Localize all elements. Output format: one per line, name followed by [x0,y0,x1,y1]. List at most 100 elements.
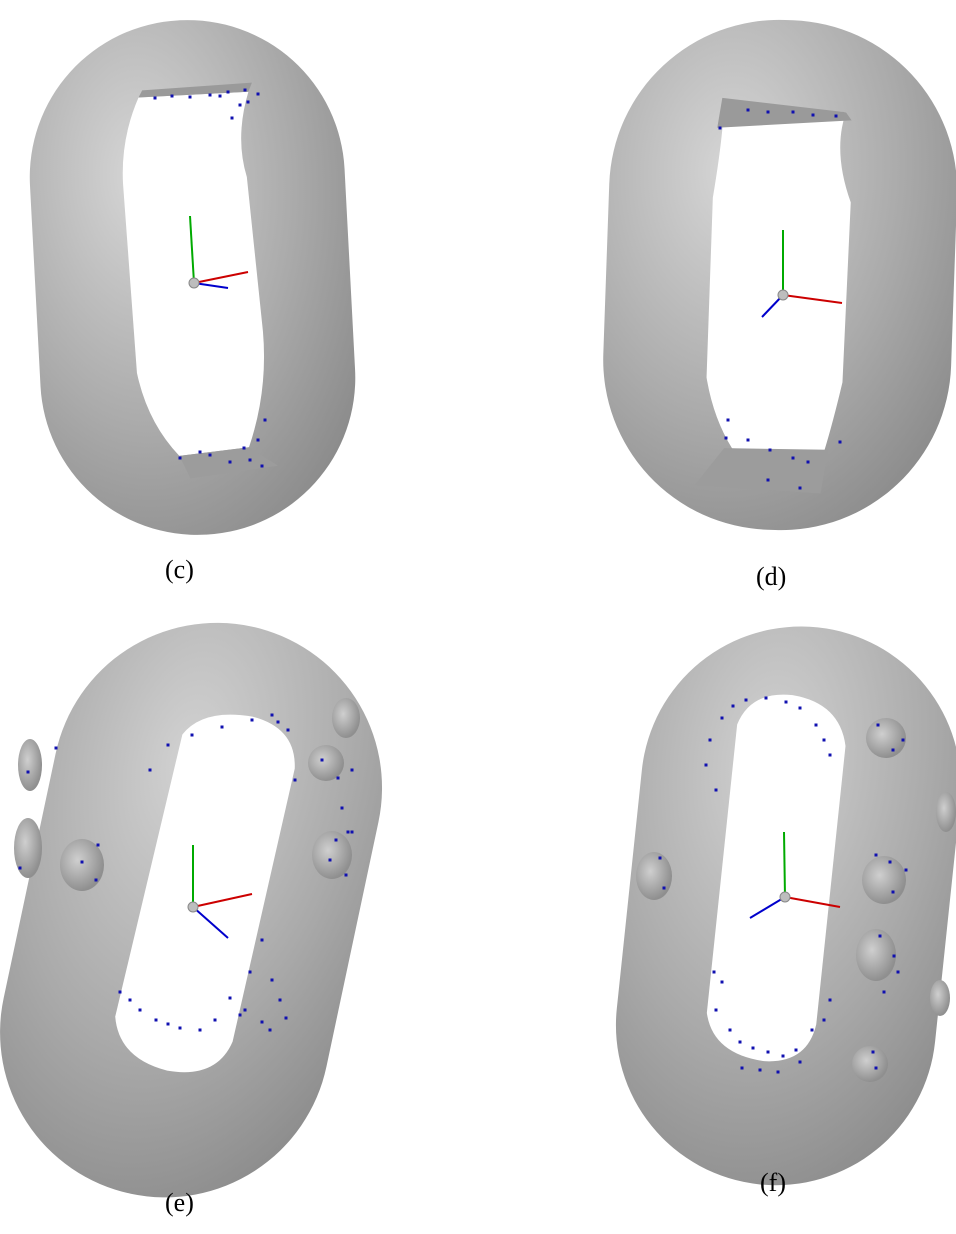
origin-marker [779,891,791,903]
point-marker [896,970,900,974]
point-marker [260,938,264,942]
point-marker [828,753,832,757]
point-marker [148,768,152,772]
defect-pit [312,831,352,879]
defect-pit [60,839,104,891]
defect-notch [717,97,852,128]
panel-e: (e) [0,600,478,1234]
point-marker [243,88,247,92]
coordinate-axes [761,230,843,318]
point-marker [128,998,132,1002]
point-marker [246,100,250,104]
point-marker [350,768,354,772]
point-marker [871,1050,875,1054]
point-marker [284,1016,288,1020]
point-marker [746,108,750,112]
point-marker [138,1008,142,1012]
point-marker [704,763,708,767]
point-marker [878,934,882,938]
point-marker [94,878,98,882]
point-marker [153,96,157,100]
point-marker [218,94,222,98]
chain-link-hole [706,694,846,1062]
panel-label: (e) [165,1188,194,1217]
point-marker [208,93,212,97]
origin-marker [188,277,200,289]
point-markers [18,713,354,1032]
point-marker [256,438,260,442]
point-marker [230,116,234,120]
point-marker [838,440,842,444]
panel-label: (d) [756,562,787,591]
chain-link-render [603,19,956,531]
point-marker [718,126,722,130]
point-marker [791,110,795,114]
point-marker [811,113,815,117]
x-axis [192,893,253,908]
point-marker [738,1040,742,1044]
defect-pits [14,698,360,891]
point-marker [714,1008,718,1012]
point-marker [776,1070,780,1074]
point-marker [876,723,880,727]
point-marker [213,1018,217,1022]
point-marker [18,866,22,870]
point-marker [766,478,770,482]
point-marker [293,778,297,782]
point-marker [888,860,892,864]
defect-pit [930,980,950,1016]
point-marker [874,853,878,857]
defect-pit [866,718,906,758]
point-marker [784,700,788,704]
point-marker [714,788,718,792]
point-marker [260,464,264,468]
point-marker [278,998,282,1002]
coordinate-axes [188,215,249,289]
point-marker [350,830,354,834]
origin-marker [777,289,789,301]
defect-pit [18,739,42,791]
point-marker [740,1066,744,1070]
point-marker [758,1068,762,1072]
point-marker [243,1008,247,1012]
defect-pit [862,856,906,904]
point-marker [276,720,280,724]
point-marker [238,103,242,107]
point-marker [268,1028,272,1032]
point-marker [238,1013,242,1017]
point-marker [228,996,232,1000]
point-marker [170,94,174,98]
point-markers [718,108,842,490]
defect-pit [308,745,344,781]
point-marker [798,706,802,710]
point-marker [901,738,905,742]
point-marker [54,746,58,750]
point-marker [794,1048,798,1052]
point-marker [720,716,724,720]
point-marker [662,886,666,890]
panel-label: (c) [165,555,194,584]
coordinate-axes [749,831,841,919]
point-marker [248,458,252,462]
point-marker [178,1026,182,1030]
point-marker [751,1046,755,1050]
point-marker [166,743,170,747]
point-marker [96,843,100,847]
point-marker [798,486,802,490]
point-marker [882,990,886,994]
origin-marker [187,901,199,913]
point-marker [822,738,826,742]
y-axis [189,215,195,284]
point-marker [891,748,895,752]
chain-link-render [29,20,356,535]
point-marker [814,723,818,727]
point-marker [260,1020,264,1024]
point-marker [731,704,735,708]
point-marker [891,890,895,894]
defect-pit [332,698,360,738]
point-marker [746,438,750,442]
point-marker [728,1028,732,1032]
point-marker [340,806,344,810]
point-marker [188,95,192,99]
defect-pit [936,792,956,832]
